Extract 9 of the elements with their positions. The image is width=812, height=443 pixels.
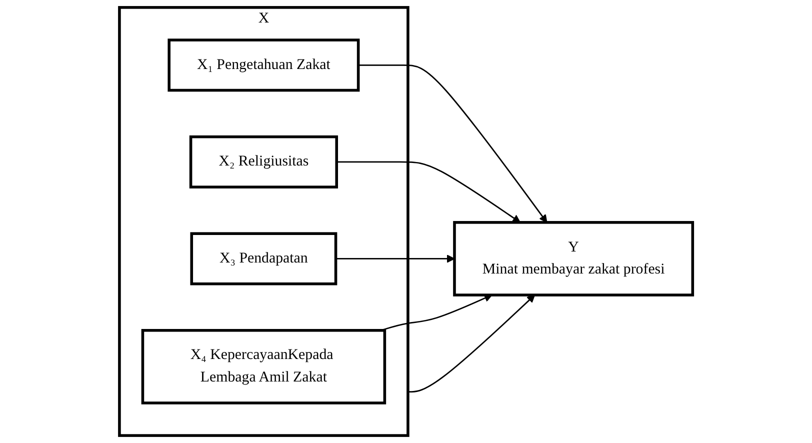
arrow (336, 161, 520, 223)
node-box: Y Minat membayar zakat profesi (453, 221, 694, 296)
arrow (408, 294, 536, 392)
arrow (336, 254, 455, 263)
arrow (358, 64, 548, 223)
node-box: X₃ Pendapatan (190, 232, 338, 286)
node-box: X₄ KepercayaanKepada Lembaga Amil Zakat (141, 328, 386, 404)
node-box: X₁ Pengetahuan Zakat (168, 38, 360, 92)
node-box: X₂ Religiusitas (189, 135, 338, 188)
